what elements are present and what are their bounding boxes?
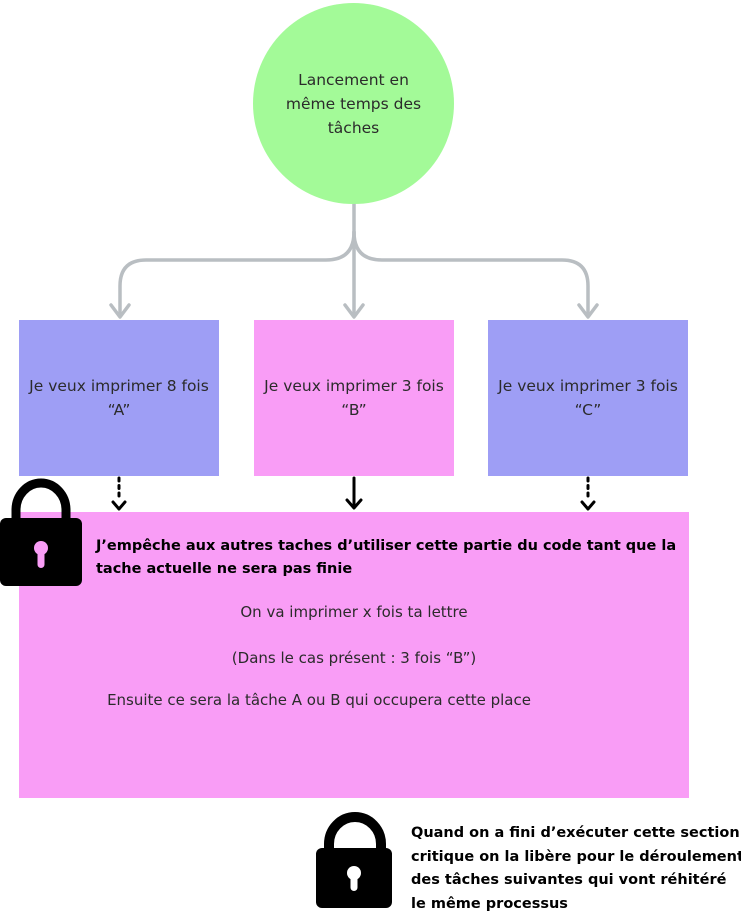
release-line-2: critique on la libère pour le déroulemen…	[411, 846, 741, 870]
release-line-4: le même processus	[411, 893, 741, 916]
release-line-1: Quand on a fini d’exécuter cette section	[411, 822, 741, 846]
release-description: Quand on a fini d’exécuter cette section…	[411, 822, 741, 916]
release-line-3: des tâches suivantes qui vont réhitéré	[411, 869, 741, 893]
